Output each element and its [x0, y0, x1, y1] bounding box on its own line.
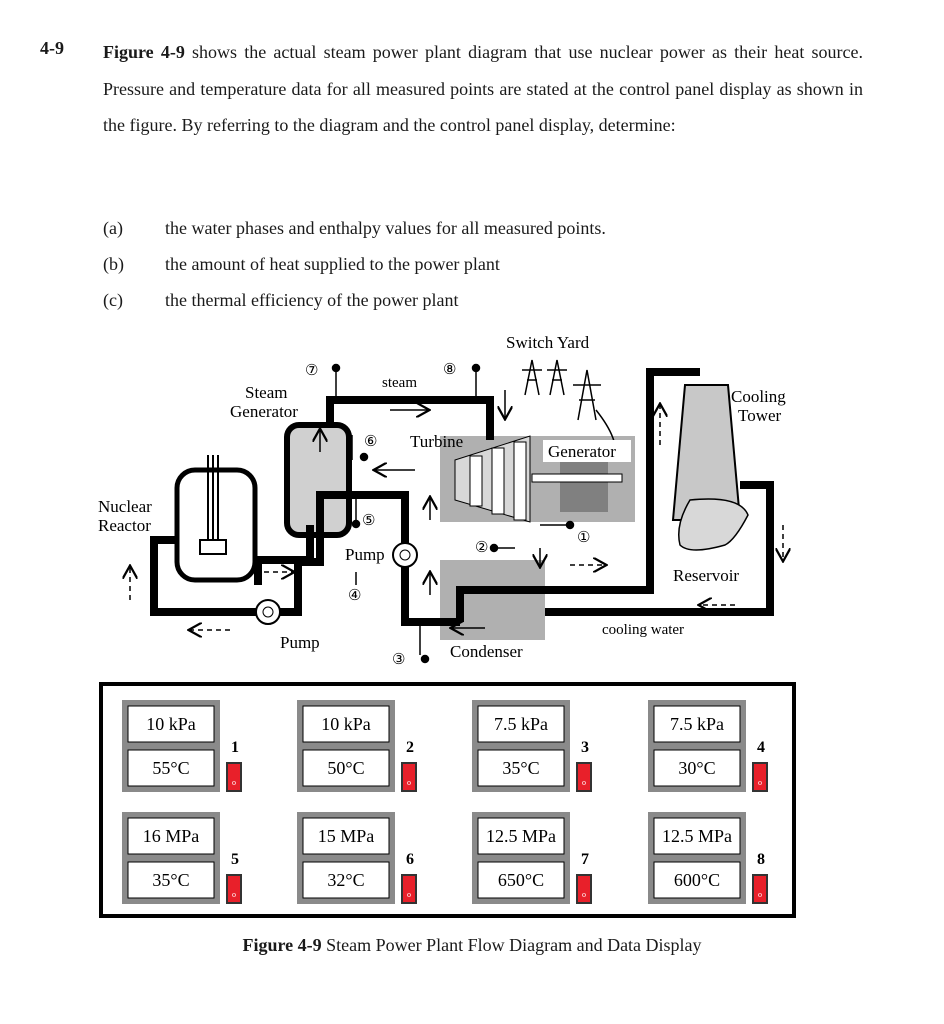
figure-reference: Figure 4-9: [103, 42, 185, 62]
point-number: 1: [231, 739, 239, 756]
switch-glyph: o: [232, 890, 236, 899]
temperature-reading: 32°C: [327, 870, 364, 890]
power-switch[interactable]: [228, 876, 240, 902]
reading-gauge: 10 kPa 50°C 2 o: [297, 700, 417, 792]
item-label: (a): [103, 218, 123, 238]
temperature-reading: 35°C: [152, 870, 189, 890]
temperature-reading: 650°C: [498, 870, 544, 890]
temperature-reading: 55°C: [152, 758, 189, 778]
switch-glyph: o: [758, 778, 762, 787]
reading-gauge: 12.5 MPa 600°C 8 o: [648, 812, 768, 904]
item-label: (b): [103, 254, 124, 274]
nuclear-reactor-label: Nuclear: [98, 497, 152, 516]
reading-gauge: 15 MPa 32°C 6 o: [297, 812, 417, 904]
pressure-reading: 10 kPa: [146, 714, 196, 734]
reading-gauge: 7.5 kPa 35°C 3 o: [472, 700, 592, 792]
power-switch[interactable]: [403, 876, 415, 902]
point-8-label: ⑧: [443, 362, 456, 378]
pump-label: Pump: [345, 545, 385, 564]
point-5-label: ⑤: [362, 513, 375, 529]
point-number: 4: [757, 739, 765, 756]
point-7-label: ⑦: [305, 363, 318, 379]
turbine-label: Turbine: [410, 432, 463, 451]
condenser-label: Condenser: [450, 642, 523, 661]
item-text: the thermal efficiency of the power plan…: [165, 290, 459, 310]
list-item: (c) the thermal efficiency of the power p…: [103, 290, 459, 311]
pressure-reading: 15 MPa: [318, 826, 375, 846]
point-6-label: ⑥: [364, 434, 377, 450]
pressure-reading: 10 kPa: [321, 714, 371, 734]
point-number: 6: [406, 851, 414, 868]
reactor-vessel: [174, 467, 258, 583]
switch-glyph: o: [582, 890, 586, 899]
pump-icon: [255, 599, 281, 625]
caption-text: Steam Power Plant Flow Diagram and Data …: [321, 935, 702, 955]
temperature-reading: 30°C: [678, 758, 715, 778]
reservoir: [678, 498, 749, 551]
cooling-tower-label: Tower: [738, 406, 782, 425]
reading-gauge: 16 MPa 35°C 5 o: [122, 812, 242, 904]
power-switch[interactable]: [228, 764, 240, 790]
point-4-label: ④: [348, 588, 361, 604]
steam-label: steam: [382, 375, 417, 391]
switch-glyph: o: [582, 778, 586, 787]
point-number: 2: [406, 739, 414, 756]
power-switch[interactable]: [403, 764, 415, 790]
pressure-reading: 12.5 MPa: [486, 826, 556, 846]
temperature-reading: 50°C: [327, 758, 364, 778]
generator-label: Generator: [548, 442, 616, 461]
caption-label: Figure 4-9: [242, 935, 322, 955]
point-3-label: ③: [392, 652, 405, 668]
switch-glyph: o: [232, 778, 236, 787]
power-switch[interactable]: [754, 764, 766, 790]
point-number: 3: [581, 739, 589, 756]
cooling-water-label: cooling water: [602, 622, 684, 638]
item-label: (c): [103, 290, 123, 310]
reading-gauge: 10 kPa 55°C 1 o: [122, 700, 242, 792]
pressure-reading: 16 MPa: [143, 826, 200, 846]
point-number: 5: [231, 851, 239, 868]
steam-generator-label: Steam: [245, 383, 288, 402]
cooling-tower-label: Cooling: [731, 387, 786, 406]
problem-intro: shows the actual steam power plant diagr…: [103, 42, 863, 135]
switch-yard-label: Switch Yard: [506, 333, 590, 352]
temperature-reading: 600°C: [674, 870, 720, 890]
question-number: 4-9: [40, 38, 64, 58]
power-switch[interactable]: [578, 876, 590, 902]
problem-paragraph: Figure 4-9 shows the actual steam power …: [103, 34, 863, 144]
switch-glyph: o: [407, 778, 411, 787]
pressure-reading: 12.5 MPa: [662, 826, 732, 846]
power-switch[interactable]: [578, 764, 590, 790]
pump-label: Pump: [280, 633, 320, 652]
list-item: (b) the amount of heat supplied to the po…: [103, 254, 500, 275]
steam-generator-label: Generator: [230, 402, 298, 421]
point-1-label: ①: [577, 530, 590, 546]
switch-glyph: o: [407, 890, 411, 899]
item-text: the amount of heat supplied to the power…: [165, 254, 500, 274]
reading-gauge: 12.5 MPa 650°C 7 o: [472, 812, 592, 904]
nuclear-reactor-label: Reactor: [98, 516, 151, 535]
point-2-label: ②: [475, 540, 488, 556]
power-switch[interactable]: [754, 876, 766, 902]
generator-body: [560, 460, 608, 512]
point-number: 8: [757, 851, 765, 868]
item-text: the water phases and enthalpy values for…: [165, 218, 606, 238]
reading-gauge: 7.5 kPa 30°C 4 o: [648, 700, 768, 792]
switch-glyph: o: [758, 890, 762, 899]
reservoir-label: Reservoir: [673, 566, 739, 585]
list-item: (a) the water phases and enthalpy values …: [103, 218, 606, 239]
figure-caption: Figure 4-9 Steam Power Plant Flow Diagra…: [0, 935, 944, 956]
pressure-reading: 7.5 kPa: [670, 714, 724, 734]
pressure-reading: 7.5 kPa: [494, 714, 548, 734]
pump-icon: [392, 542, 418, 568]
temperature-reading: 35°C: [502, 758, 539, 778]
point-number: 7: [581, 851, 589, 868]
